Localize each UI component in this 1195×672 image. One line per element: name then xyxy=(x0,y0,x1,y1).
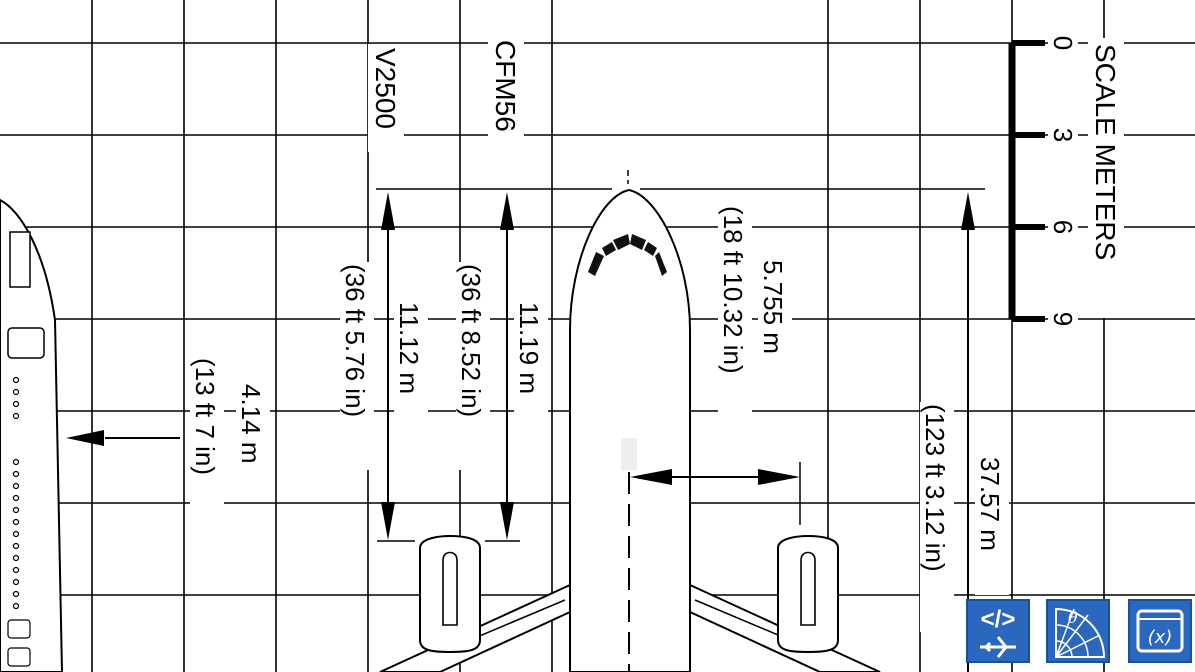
svg-text:θ: θ xyxy=(1068,608,1078,627)
scale-bar xyxy=(1008,40,1045,322)
scale-tick-9: 9 xyxy=(1048,312,1078,326)
code-airplane-icon: </> xyxy=(980,606,1016,658)
dimension-metric-clearance: 4.14 m xyxy=(236,384,266,464)
dimension-imperial-clearance: (13 ft 7 in) xyxy=(190,358,220,475)
variable-window-button[interactable]: (x) xyxy=(1128,599,1192,663)
scale-tick-labels: 0 3 6 9 xyxy=(1048,32,1078,330)
dimension-imperial-cfm56: (36 ft 8.52 in) xyxy=(456,264,486,417)
engine-label-cfm56: CFM56 xyxy=(490,40,521,132)
engine-label-v2500: V2500 xyxy=(370,48,401,129)
angle-radar-icon: θ xyxy=(1055,607,1106,658)
adjacent-fuselage xyxy=(0,198,64,672)
dimension-metric-nose: 5.755 m xyxy=(758,260,788,354)
dimension-metric-overall: 37.57 m xyxy=(975,457,1005,551)
dimension-metric-v2500: 11.12 m xyxy=(394,302,424,394)
function-window-icon: (x) xyxy=(1136,609,1184,653)
svg-text:</>: </> xyxy=(981,606,1016,633)
angle-radar-button[interactable]: θ xyxy=(1046,599,1110,663)
scale-tick-0: 0 xyxy=(1048,36,1078,50)
extension-lines xyxy=(376,170,985,542)
dimension-arrows xyxy=(66,192,975,672)
dimension-imperial-nose: (18 ft 10.32 in) xyxy=(718,206,748,374)
dimension-imperial-overall: (123 ft 3.12 in) xyxy=(920,404,950,572)
dimension-imperial-v2500: (36 ft 5.76 in) xyxy=(340,264,370,417)
aircraft-front-view xyxy=(379,188,881,672)
function-label: (x) xyxy=(1148,627,1173,648)
scale-tick-3: 3 xyxy=(1048,128,1078,142)
dimension-metric-cfm56: 11.19 m xyxy=(514,302,544,394)
scale-title: SCALE METERS xyxy=(1090,44,1121,260)
aircraft-code-button[interactable]: </> xyxy=(966,599,1030,663)
scale-tick-6: 6 xyxy=(1048,220,1078,234)
